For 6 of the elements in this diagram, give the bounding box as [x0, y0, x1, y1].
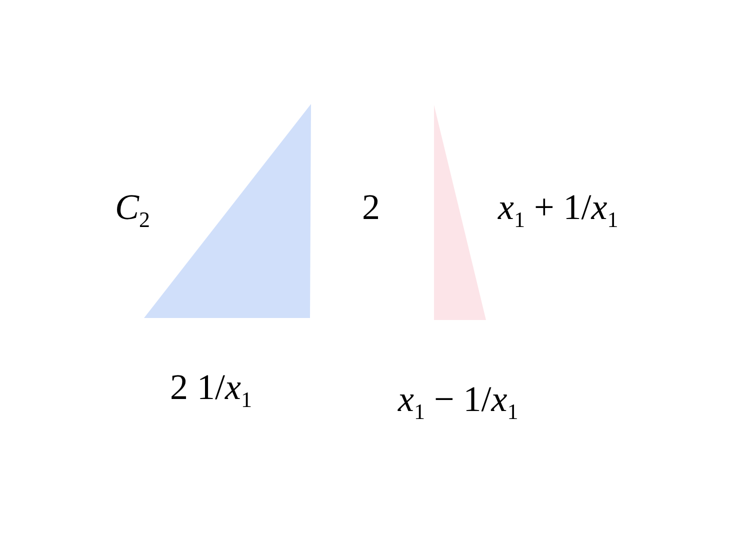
side-label: x$_{1}$ − 1/x$_{1}$	[398, 380, 518, 424]
side-label: 2	[362, 188, 380, 228]
side-label: x$_{1}$ + 1/x$_{1}$	[498, 188, 618, 232]
side-label: 2 1/x$_{1}$	[170, 368, 252, 412]
triangle	[434, 105, 486, 320]
side-label: C$_{2}$	[115, 188, 150, 232]
